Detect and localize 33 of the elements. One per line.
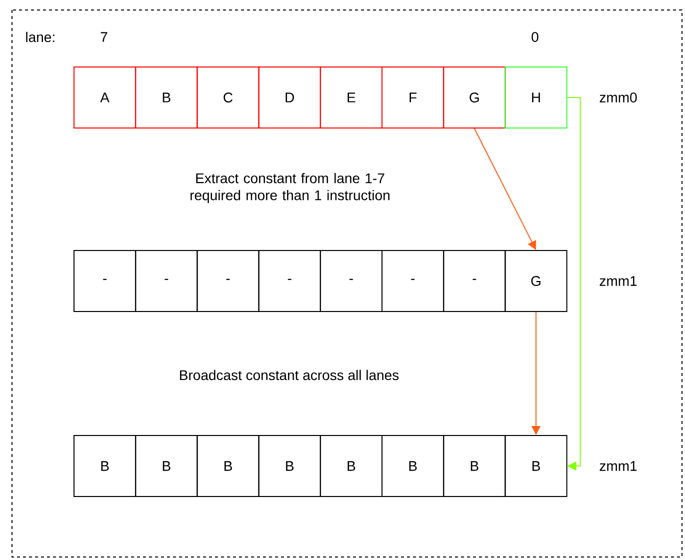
lane-cell: F: [382, 66, 444, 128]
register-label: zmm0: [600, 92, 637, 102]
lane-cell: A: [74, 66, 136, 128]
lane-cell: -: [135, 250, 198, 312]
lane-cell: D: [258, 66, 321, 128]
lane-cell: B: [258, 435, 321, 497]
lane-cell: G: [443, 66, 506, 128]
lane-cell: B: [382, 435, 444, 497]
lane-cell: -: [443, 250, 506, 312]
lane-cell: B: [74, 435, 136, 497]
note-text: Broadcast constant across all lanes: [180, 370, 399, 380]
lane-cell: -: [382, 250, 444, 312]
lane-cell: B: [443, 435, 506, 497]
lane-number: 7: [100, 32, 108, 42]
lane-cell: -: [258, 250, 321, 312]
lane-cell: B: [504, 435, 568, 497]
lane-cell: G: [504, 250, 568, 312]
register-label: zmm1: [600, 461, 637, 471]
lane-cell: -: [320, 250, 382, 312]
lane-cell: -: [196, 250, 260, 312]
lane-cell: B: [320, 435, 382, 497]
lane-cell: C: [196, 66, 260, 128]
lane-label: lane:: [26, 32, 54, 42]
lane-number: 0: [532, 32, 538, 42]
lane-cell: E: [320, 66, 382, 128]
arrow: [566, 97, 581, 471]
lane-cell: H: [504, 66, 568, 128]
lane-cell: -: [74, 250, 136, 312]
lane-cell: B: [135, 435, 198, 497]
note-text: Extract constant from lane 1-7 required more than 1 instruction: [190, 172, 390, 204]
lane-cell: B: [135, 66, 198, 128]
register-label: zmm1: [600, 276, 637, 286]
lane-cell: B: [196, 435, 260, 497]
